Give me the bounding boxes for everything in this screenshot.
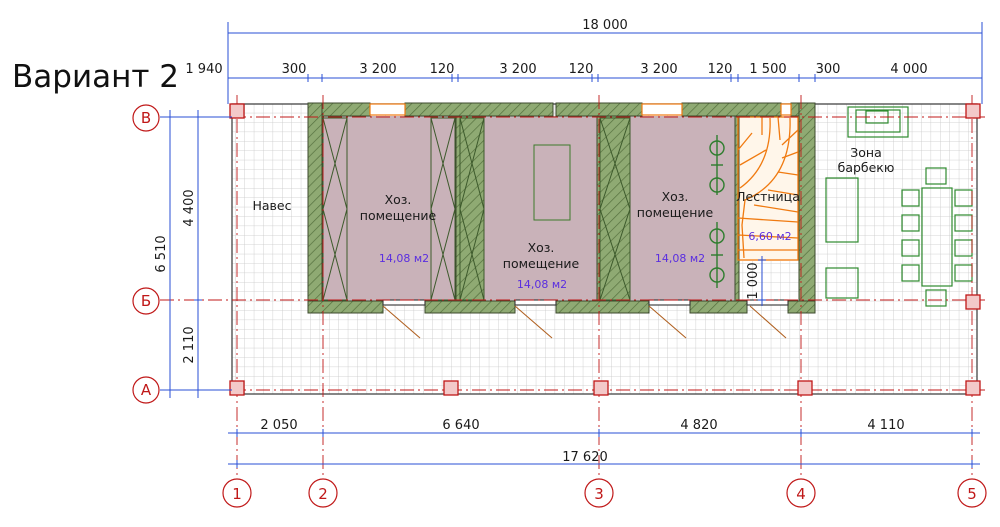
dim-top-seg: 3 200 xyxy=(640,62,677,77)
windows xyxy=(369,103,792,116)
dim-top-seg: 120 xyxy=(430,62,455,77)
room-label-storage1-line2: помещение xyxy=(360,208,437,223)
door-swings xyxy=(382,299,789,339)
dim-top-seg: 3 200 xyxy=(499,62,536,77)
room-label-bbq-line1: Зона xyxy=(850,145,882,160)
dim-left-lower: 2 110 xyxy=(182,326,197,363)
bicycle-icons xyxy=(709,135,725,288)
dim-top-seg: 300 xyxy=(816,62,841,77)
axis-col-4: 4 xyxy=(796,485,806,503)
axis-lines xyxy=(160,95,985,478)
dim-bottom-seg: 4 820 xyxy=(680,418,717,433)
room-label-storage2-line2: помещение xyxy=(503,256,580,271)
room-area-storage3: 14,08 м2 xyxy=(655,252,705,265)
room-label-bbq-line2: барбекю xyxy=(838,160,895,175)
dim-left-overall: 6 510 xyxy=(154,235,169,272)
columns xyxy=(229,103,981,396)
dim-bottom-seg: 2 050 xyxy=(260,418,297,433)
room-label-stair: Лестница xyxy=(736,189,800,204)
axis-col-2: 2 xyxy=(318,485,328,503)
dim-bottom-seg: 4 110 xyxy=(867,418,904,433)
dim-top-overall: 18 000 xyxy=(582,18,628,33)
staircase xyxy=(737,116,799,261)
storage-rooms-fill xyxy=(322,116,735,304)
dim-top-seg: 1 500 xyxy=(749,62,786,77)
dim-left-upper: 4 400 xyxy=(182,189,197,226)
dim-top-seg: 120 xyxy=(569,62,594,77)
bbq-furniture xyxy=(825,106,973,307)
dim-top-seg: 1 940 xyxy=(185,62,222,77)
dim-stair: 1 000 xyxy=(746,262,761,299)
room-area-storage1: 14,08 м2 xyxy=(379,252,429,265)
room-label-storage3-line1: Хоз. xyxy=(662,189,689,204)
dimension-lines xyxy=(160,22,983,468)
axis-row-a: А xyxy=(141,381,152,399)
dim-bottom-overall: 17 620 xyxy=(562,450,608,465)
axis-col-1: 1 xyxy=(232,485,242,503)
axis-row-v: В xyxy=(141,109,151,127)
variant-title: Вариант 2 xyxy=(12,59,179,95)
room-area-storage2: 14,08 м2 xyxy=(517,278,567,291)
dim-top-seg: 3 200 xyxy=(359,62,396,77)
room-label-storage2-line1: Хоз. xyxy=(528,240,555,255)
shelving-units xyxy=(322,117,631,301)
room-label-canopy: Навес xyxy=(253,198,292,213)
axis-col-5: 5 xyxy=(967,485,977,503)
axis-row-b: Б xyxy=(141,292,151,310)
axis-col-3: 3 xyxy=(594,485,604,503)
dim-top-seg: 120 xyxy=(708,62,733,77)
room-area-stair: 6,60 м2 xyxy=(748,230,791,243)
dim-top-seg: 300 xyxy=(282,62,307,77)
axis-bubbles xyxy=(132,104,987,508)
room-label-storage3-line2: помещение xyxy=(637,205,714,220)
dim-top-seg: 4 000 xyxy=(890,62,927,77)
room-label-storage1-line1: Хоз. xyxy=(385,192,412,207)
dim-bottom-seg: 6 640 xyxy=(442,418,479,433)
walls xyxy=(307,102,816,314)
